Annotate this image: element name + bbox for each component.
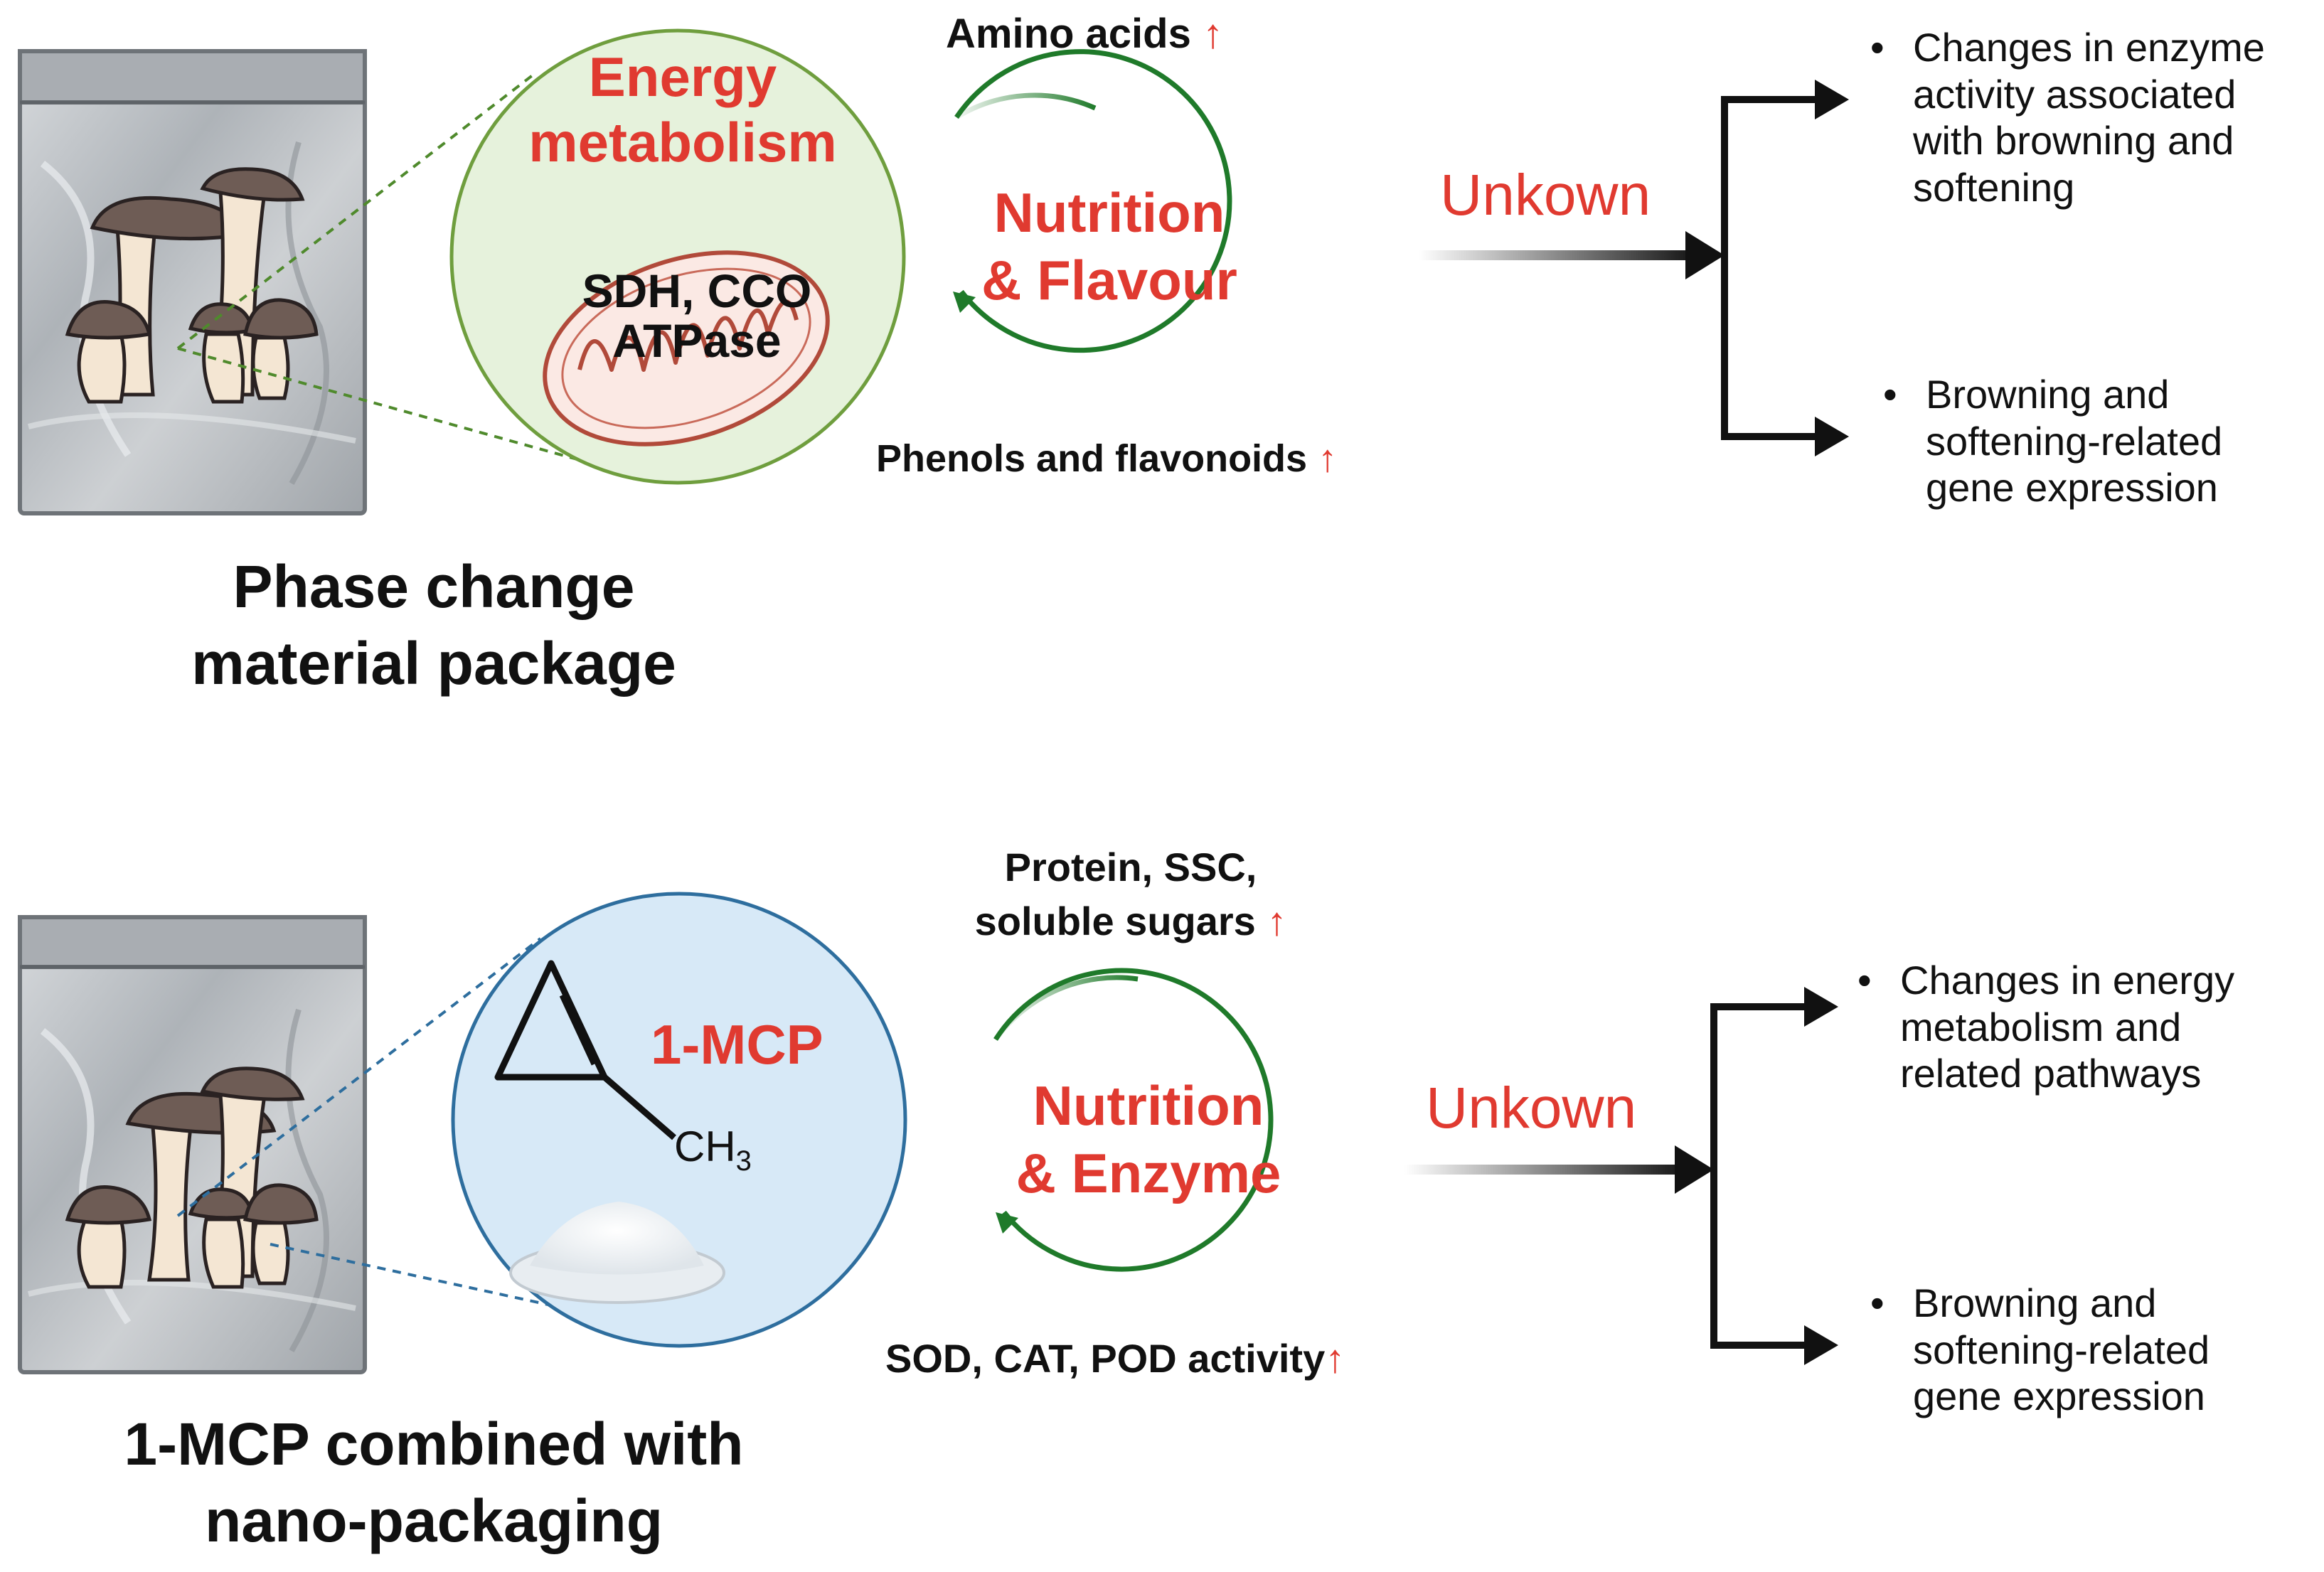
mushroom-cluster-1 [65,167,319,404]
energy-metabolism-title: Energy metabolism [455,44,910,175]
energy-metabolism-title-line2: metabolism [528,111,837,174]
protein-annotation-line1: Protein, SSC, [1004,845,1257,889]
nutrition-enzyme-label: Nutrition & Enzyme [960,1072,1337,1207]
outcome-top-1-line4: softening [1913,164,2075,210]
nutrition-flavour-line2: & Flavour [981,249,1237,312]
package-caption-2-line2: nano-packaging [204,1487,663,1554]
package-caption-1-line2: material package [191,629,676,697]
bullet-icon: • [1870,25,1885,70]
enzyme-list-line1: SDH, CCO [582,264,812,317]
unknown-branch-arrow-1 [1419,80,1849,456]
nutrition-enzyme-line2: & Enzyme [1016,1142,1281,1205]
cycle-arrow-1 [953,49,1232,353]
energy-metabolism-title-line1: Energy [588,46,777,108]
mcp-title: 1-MCP [651,1013,823,1076]
outcome-bottom-1-line2: softening-related [1926,418,2223,464]
package-caption-1-line1: Phase change [233,553,635,620]
unknown-label-2: Unkown [1426,1076,1637,1140]
outcome-top-1-line2: activity associated [1913,71,2237,117]
increase-arrow-icon: ↑ [1267,898,1287,943]
outcome-top-2-line2: metabolism and [1900,1004,2182,1049]
package-bag-1 [18,49,367,515]
increase-arrow-icon: ↑ [1325,1336,1345,1381]
protein-annotation: Protein, SSC, soluble sugars ↑ [924,840,1337,948]
outcome-top-2-line1: Changes in energy [1900,958,2235,1002]
increase-arrow-icon: ↑ [1202,11,1223,57]
outcome-bottom-1: • Browning and softening-related gene ex… [1883,371,2223,511]
package-caption-2-line1: 1-MCP combined with [124,1411,744,1477]
phenols-annotation: Phenols and flavonoids ↑ [876,437,1337,481]
unknown-branch-arrow-2 [1404,987,1838,1365]
cyclopropene-structure-icon [494,960,676,1140]
outcome-bottom-1-line3: gene expression [1926,465,2218,510]
nutrition-enzyme-line1: Nutrition [1033,1074,1264,1137]
powder-dish-icon [509,1202,725,1304]
amino-acids-annotation: Amino acids ↑ [946,10,1223,58]
cycle-arrow-2 [993,968,1274,1272]
mitochondrion-icon [543,250,830,447]
nutrition-flavour-label: Nutrition & Flavour [924,179,1294,314]
zoom-lines-2 [176,937,598,1317]
bullet-icon: • [1870,1280,1885,1325]
outcome-top-1-line3: with browning and [1913,118,2234,164]
outcome-bottom-2-line1: Browning and [1913,1280,2157,1325]
increase-arrow-icon: ↑ [1318,437,1338,480]
package-caption-1: Phase change material package [36,549,832,702]
mushroom-cluster-2 [65,1066,319,1289]
outcome-bottom-2-line2: softening-related [1913,1327,2210,1372]
nutrition-flavour-line1: Nutrition [993,181,1225,244]
antioxidant-enzyme-annotation: SOD, CAT, POD activity↑ [885,1335,1345,1381]
enzyme-list-line2: ATPase [612,314,782,367]
outcome-bottom-2-line3: gene expression [1913,1374,2205,1419]
formula-ch: CH [674,1123,736,1170]
package-caption-2: 1-MCP combined with nano-packaging [14,1406,853,1559]
package-bag-2 [18,915,367,1374]
outcome-top-1: • Changes in enzyme activity associated … [1870,24,2265,210]
zoom-lines-1 [176,73,627,474]
methyl-group-label: CH3 [674,1122,752,1177]
protein-annotation-line2: soluble sugars [974,898,1256,943]
unknown-label-1: Unkown [1440,163,1651,228]
formula-subscript: 3 [735,1145,752,1177]
bullet-icon: • [1857,958,1872,1002]
phenols-flavonoids-label: Phenols and flavonoids [876,437,1308,480]
outcome-top-2: • Changes in energy metabolism and relat… [1857,957,2235,1097]
enzyme-list-label: SDH, CCO ATPase [551,264,843,367]
outcome-top-2-line3: related pathways [1900,1051,2202,1096]
outcome-bottom-2: • Browning and softening-related gene ex… [1870,1280,2210,1420]
outcome-top-1-line1: Changes in enzyme [1913,25,2265,70]
sod-cat-pod-label: SOD, CAT, POD activity [885,1336,1326,1381]
bullet-icon: • [1883,372,1897,417]
outcome-bottom-1-line1: Browning and [1926,372,2170,417]
amino-acids-label: Amino acids [946,11,1191,57]
